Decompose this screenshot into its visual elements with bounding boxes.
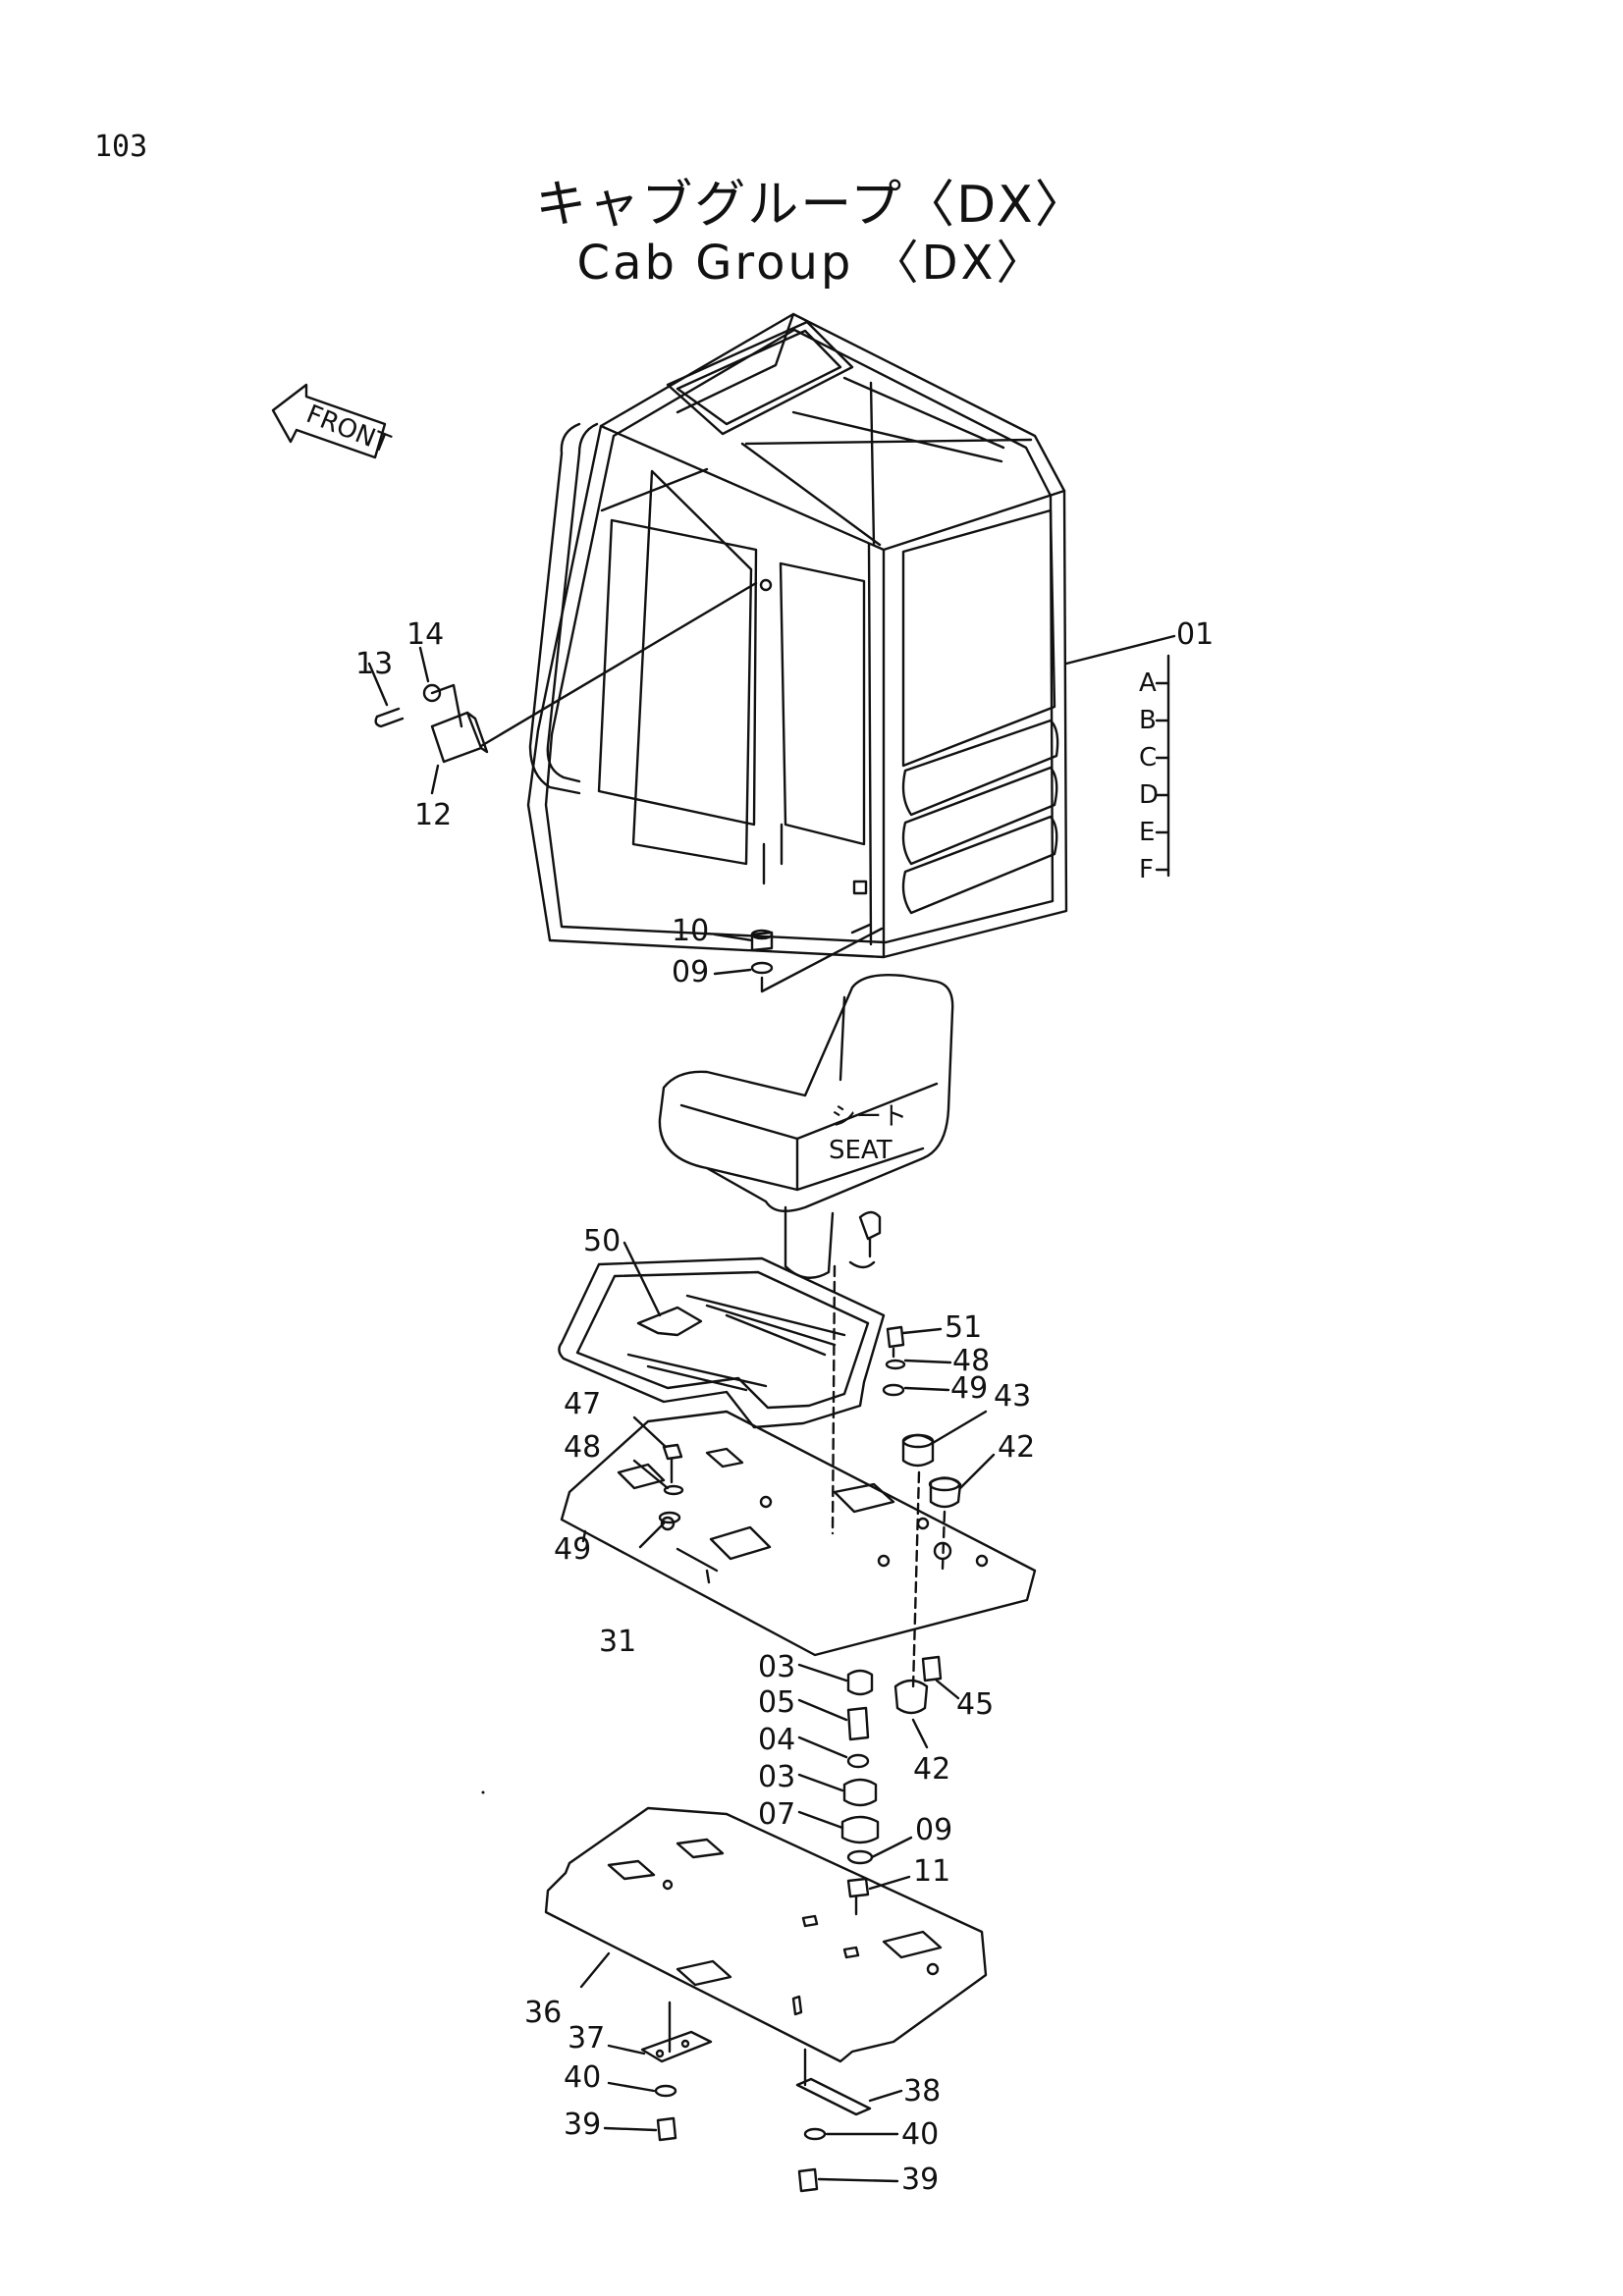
front-label: FRONT xyxy=(302,400,395,459)
lower-stack: 03 05 04 03 07 09 11 xyxy=(758,1650,952,1916)
label-43: 43 xyxy=(994,1379,1031,1414)
label-38: 38 xyxy=(903,2074,941,2109)
front-arrow: FRONT xyxy=(271,383,395,459)
label-36: 36 xyxy=(524,1996,562,2030)
floor-mat: 50 xyxy=(558,1224,886,1429)
label-51: 51 xyxy=(945,1310,982,1345)
label-42-top: 42 xyxy=(998,1430,1035,1465)
label-03-upper: 03 xyxy=(758,1650,795,1684)
variant-d: D xyxy=(1139,780,1159,810)
cab-assembly xyxy=(526,312,1068,959)
label-31: 31 xyxy=(599,1625,636,1659)
page-number: 103 xyxy=(94,130,148,164)
label-12: 12 xyxy=(414,798,452,832)
floor-plate: 31 xyxy=(560,1410,1037,1659)
label-13: 13 xyxy=(355,647,393,681)
label-39-right: 39 xyxy=(901,2163,939,2197)
mount-group: 43 42 xyxy=(831,1264,1035,1690)
label-05: 05 xyxy=(758,1685,795,1720)
label-40-left: 40 xyxy=(564,2060,601,2095)
label-04: 04 xyxy=(758,1723,795,1757)
mount-lower: 45 42 xyxy=(893,1655,994,1787)
nut-group: 10 09 xyxy=(672,914,884,993)
latch-group: 13 14 12 xyxy=(355,581,758,832)
label-49-left: 49 xyxy=(554,1532,591,1567)
label-01: 01 xyxy=(1176,617,1214,652)
label-07: 07 xyxy=(758,1797,795,1832)
label-09-lower: 09 xyxy=(915,1813,952,1847)
label-11: 11 xyxy=(913,1854,950,1889)
label-10: 10 xyxy=(672,914,709,948)
variant-c: C xyxy=(1139,743,1157,773)
variant-b: B xyxy=(1139,706,1157,735)
callout-01: 01 A B C D E F xyxy=(1064,617,1214,884)
label-49-right: 49 xyxy=(950,1371,988,1406)
seat-label-jp: シート xyxy=(831,1102,907,1132)
left-bolt-group: 47 48 49 xyxy=(554,1387,684,1567)
label-03-lower: 03 xyxy=(758,1760,795,1794)
bracket-left-group: 37 40 39 xyxy=(564,2001,713,2142)
variant-f: F xyxy=(1139,855,1154,884)
label-48-left: 48 xyxy=(564,1430,601,1465)
right-bolt-group: 51 48 49 xyxy=(882,1310,990,1406)
label-45: 45 xyxy=(956,1687,994,1722)
label-40-right: 40 xyxy=(901,2117,939,2152)
label-39-left: 39 xyxy=(564,2108,601,2142)
seat: シート SEAT xyxy=(658,974,954,1279)
variant-a: A xyxy=(1139,668,1157,698)
title-english: Cab Group 〈DX〉 xyxy=(576,236,1047,291)
label-09-top: 09 xyxy=(672,955,709,989)
label-48-right: 48 xyxy=(952,1344,990,1378)
label-42-bottom: 42 xyxy=(913,1752,950,1787)
bracket-right-group: 38 40 39 xyxy=(795,2048,941,2197)
label-47: 47 xyxy=(564,1387,601,1421)
label-50: 50 xyxy=(583,1224,621,1258)
base-plate: 36 xyxy=(524,1806,988,2063)
variant-e: E xyxy=(1139,818,1155,847)
label-14: 14 xyxy=(406,617,444,652)
title-japanese: キャブグループ〈DX〉 xyxy=(535,176,1088,235)
seat-label-en: SEAT xyxy=(829,1136,893,1165)
label-37: 37 xyxy=(568,2021,605,2056)
